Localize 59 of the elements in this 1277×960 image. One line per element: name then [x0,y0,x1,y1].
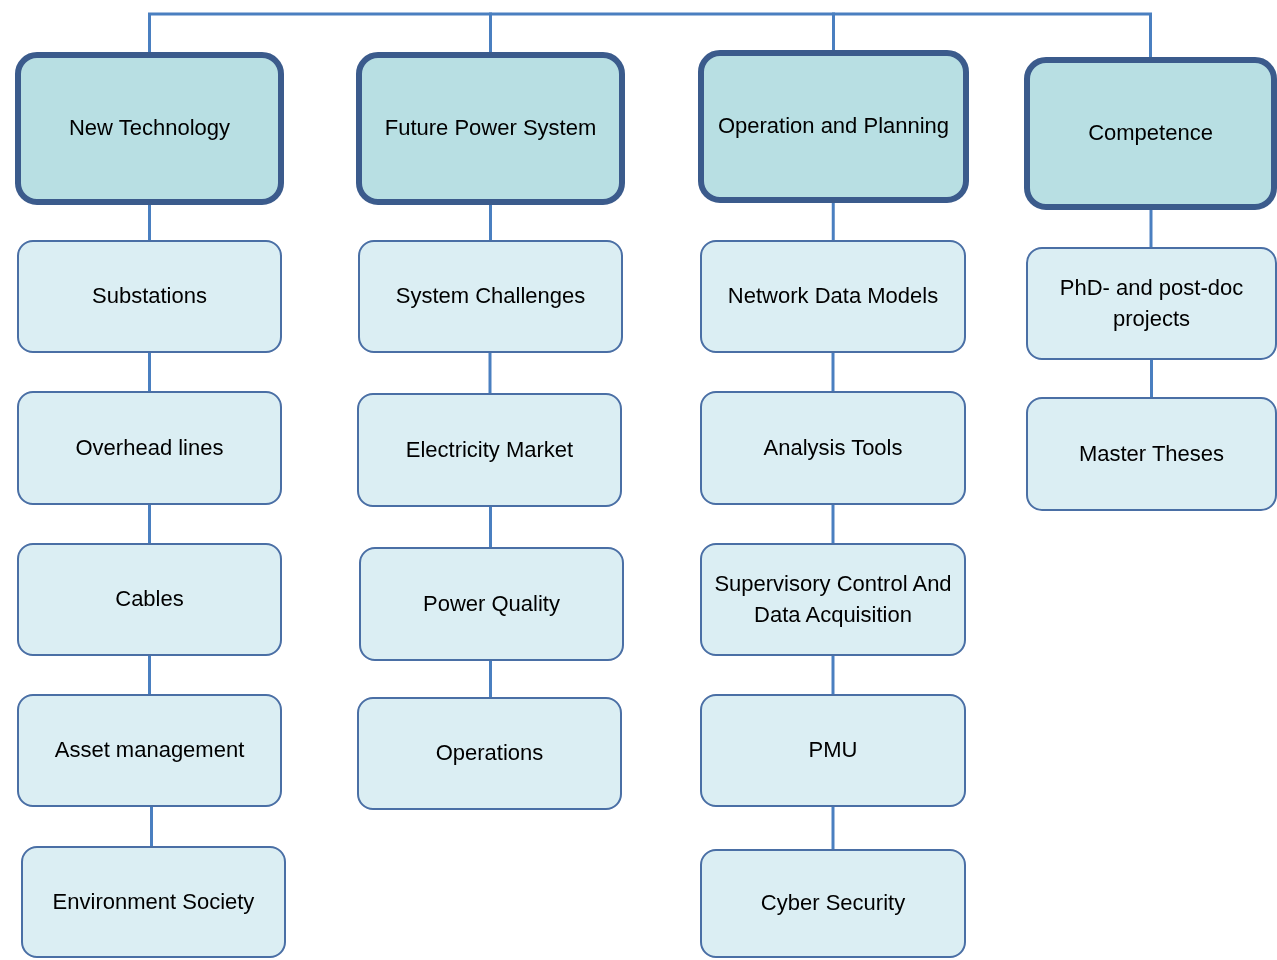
box-label: New Technology [69,114,230,143]
category-box [15,52,284,205]
box-label: Power Quality [423,589,560,618]
connector-line [148,205,151,240]
topic-box [700,240,966,353]
connector-line [831,353,835,391]
topic-box [358,240,623,353]
topic-box [17,543,282,656]
box-label: Environment Society [52,887,255,916]
topic-box [359,547,624,661]
connector-line [1150,360,1153,397]
box-label: Master Theses [1078,439,1225,468]
topic-box [1026,247,1277,360]
topic-box [1026,397,1277,511]
category-box [1024,57,1277,210]
topic-box [17,240,282,353]
box-label: Supervisory Control And Data Acquisition [713,569,953,629]
box-label: Electricity Market [405,435,574,464]
connector-line [489,12,835,52]
connector-line [831,807,835,849]
connector-line [148,656,151,694]
topic-box [357,393,622,507]
topic-box [700,849,966,958]
topic-box [700,694,966,807]
box-label: Asset management [54,736,245,765]
category-box [698,50,969,203]
box-label: Cables [115,585,184,614]
box-label: System Challenges [395,282,586,311]
connector-line [150,807,153,846]
topic-box [17,391,282,505]
topic-box [700,391,966,505]
topic-box [21,846,286,958]
connector-line [148,12,492,52]
topic-box [17,694,282,807]
connector-line [148,505,151,543]
connector-line [1149,210,1153,247]
connector-line [832,12,1152,57]
box-label: Operation and Planning [717,112,950,141]
box-label: Substations [92,282,207,311]
box-label: Analysis Tools [763,433,903,462]
connector-line [148,353,151,391]
box-label: PhD- and post-doc projects [1058,273,1245,333]
box-label: Competence [1088,119,1213,148]
connector-line [489,205,492,240]
topic-box [357,697,622,810]
topic-box [700,543,966,656]
connector-line [831,656,835,694]
connector-line [489,507,492,547]
box-label: Network Data Models [727,282,939,311]
connector-line [831,505,835,543]
connector-line [489,661,492,697]
box-label: Future Power System [384,114,597,143]
category-box [356,52,625,205]
box-label: Cyber Security [760,889,906,918]
box-label: PMU [808,736,858,765]
box-label: Operations [435,739,544,768]
connector-line [488,353,492,393]
box-label: Overhead lines [75,433,224,462]
connector-line [831,203,835,240]
